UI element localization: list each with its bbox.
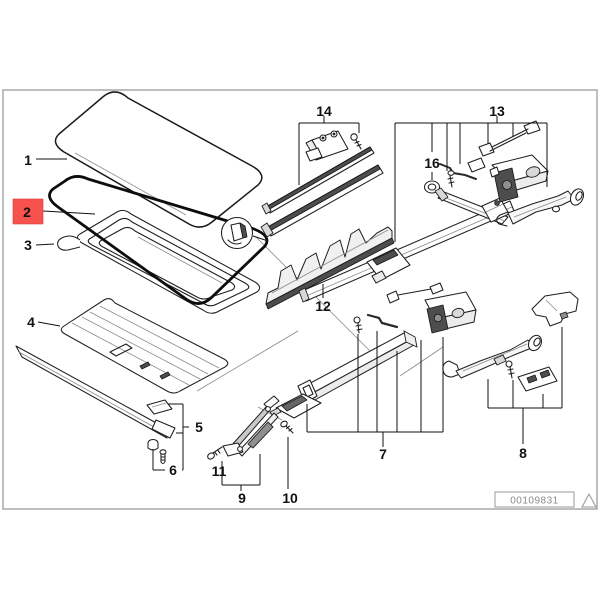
callout-14[interactable]: 14 [316,103,332,119]
screw-icon [207,452,215,460]
drive-cable-rod [489,128,529,152]
screw-icon [353,316,361,324]
mechanism-group-7 [269,282,477,419]
callout-2[interactable]: 2 [23,204,31,220]
callout-8[interactable]: 8 [519,445,527,461]
callout-12[interactable]: 12 [315,298,331,314]
callout-11[interactable]: 11 [212,463,227,479]
bracket-group-8 [442,291,579,392]
glass-seal [48,175,269,305]
callouts: 1 2 3 4 5 6 7 8 9 10 11 12 13 14 16 [12,103,527,506]
nut-icon [147,439,159,451]
diagram-frame [2,89,598,510]
deflector-clip [146,399,173,415]
bent-link-rod [366,313,399,329]
callout-leader-lines [35,116,563,491]
glass-panel [54,91,263,228]
triangle-outline-icon [581,493,597,508]
rail-group-14 [260,130,384,238]
anchor-plate [517,366,558,392]
wind-deflector [15,345,176,439]
fastener-set-6 [147,439,167,465]
callout-4[interactable]: 4 [27,314,35,330]
screw-icon [280,420,288,428]
highlight-box-part-2[interactable] [12,198,44,225]
doc-number: 00109831 [510,496,559,507]
cable-end-rod [397,288,432,296]
footer: 00109831 [494,491,597,508]
headliner-panel [60,298,229,394]
screw-icon [505,360,513,368]
callout-9[interactable]: 9 [238,490,246,506]
screw-icon [350,133,358,141]
callout-7[interactable]: 7 [379,446,387,462]
callout-1[interactable]: 1 [24,152,32,168]
sunshade-panel [57,209,261,314]
screw-icon [447,170,455,176]
callout-16[interactable]: 16 [424,155,440,171]
callout-13[interactable]: 13 [489,103,505,119]
bolt-icon [159,449,167,455]
grommet-16 [423,180,441,194]
callout-3[interactable]: 3 [24,237,32,253]
callout-5[interactable]: 5 [195,419,203,435]
seal-corner-magnifier [220,216,269,250]
slider-shoe [275,393,322,419]
sunshade-hook [57,235,81,251]
callout-10[interactable]: 10 [282,490,298,506]
callout-6[interactable]: 6 [169,462,177,478]
doc-number-box [494,491,575,508]
drive-group-13 [298,120,585,303]
trim-strip-12 [265,226,395,310]
lifter-group-9 [207,395,294,460]
